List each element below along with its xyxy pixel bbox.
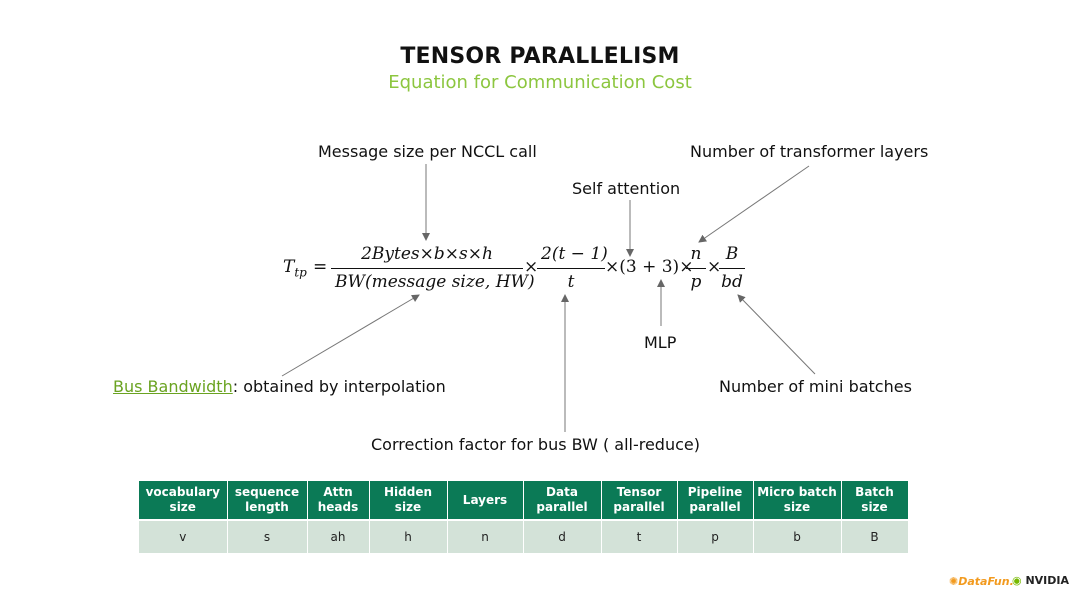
table-header-row: vocabulary size sequence length Attn hea…	[139, 481, 909, 520]
nvidia-logo-text: NVIDIA	[1025, 574, 1070, 587]
label-self-attention: Self attention	[572, 179, 681, 198]
table-header-cell: Pipeline parallel	[677, 481, 754, 520]
arrow-bus-bandwidth	[281, 294, 420, 377]
slide-title: TENSOR PARALLELISM	[400, 44, 680, 69]
table-cell: d	[523, 519, 602, 553]
label-mlp: MLP	[644, 333, 677, 352]
fraction-batches-bar	[719, 268, 745, 269]
fraction-layers-denominator: p	[690, 272, 702, 292]
fraction-layers-bar	[686, 268, 706, 269]
table-header-cell: vocabulary size	[139, 481, 228, 520]
table-header-cell: Data parallel	[523, 481, 602, 520]
table-cell: n	[447, 519, 524, 553]
slide-subtitle: Equation for Communication Cost	[388, 72, 692, 93]
parameter-table: vocabulary size sequence length Attn hea…	[139, 481, 909, 553]
arrow-transformer-layers	[698, 165, 810, 243]
table-header-cell: Attn heads	[307, 481, 370, 520]
table-header-cell: Batch size	[841, 481, 909, 520]
table-cell: h	[369, 519, 448, 553]
fraction-batches-denominator: bd	[721, 272, 743, 292]
bus-bandwidth-text: : obtained by interpolation	[232, 377, 446, 396]
label-message-size: Message size per NCCL call	[318, 142, 537, 161]
fraction-correction-bar	[537, 268, 605, 269]
table-header-cell: Tensor parallel	[601, 481, 678, 520]
arrow-mini-batches	[737, 294, 816, 375]
fraction-layers-numerator: n	[690, 244, 702, 264]
fraction-message-numerator: 2Bytes×b×s×h	[361, 244, 493, 264]
nvidia-eye-icon: ◉	[1012, 574, 1022, 587]
equation-fraction-batches: B bd	[719, 244, 745, 292]
fraction-correction-numerator: 2(t − 1)	[541, 244, 608, 264]
label-transformer-layers: Number of transformer layers	[690, 142, 929, 161]
fraction-message-bar	[331, 268, 523, 269]
fraction-message-denominator: BW(message size, HW)	[335, 272, 535, 292]
table-cell: b	[753, 519, 842, 553]
equation-fraction-layers: n p	[686, 244, 706, 292]
table-cell: t	[601, 519, 678, 553]
table-cell: ah	[307, 519, 370, 553]
label-mini-batches: Number of mini batches	[719, 377, 912, 396]
equation-lhs-sub: tp	[294, 265, 307, 280]
equation-fraction-message: 2Bytes×b×s×h BW(message size, HW)	[331, 244, 535, 292]
equation-mid-term: ×(3 + 3)×	[605, 257, 694, 277]
datafun-logo-text: DataFun.	[958, 575, 1014, 588]
datafun-icon: ✺	[949, 575, 959, 588]
table-cell: v	[139, 519, 228, 553]
bus-bandwidth-link[interactable]: Bus Bandwidth	[113, 377, 233, 396]
fraction-batches-numerator: B	[725, 244, 739, 264]
table-cell: p	[677, 519, 754, 553]
equation-times-3: ×	[707, 257, 722, 277]
table-header-cell: Layers	[447, 481, 524, 520]
equation-lhs: Ttp	[283, 257, 307, 279]
equation-lhs-main: T	[283, 257, 295, 277]
nvidia-logo: ◉ NVIDIA	[1012, 574, 1069, 587]
table-header-cell: Hidden size	[369, 481, 448, 520]
table-cell: B	[841, 519, 909, 553]
equation-fraction-correction: 2(t − 1) t	[537, 244, 608, 292]
datafun-logo: ✺DataFun.	[949, 575, 1014, 588]
table-cell: s	[227, 519, 308, 553]
table-row: v s ah h n d t p b B	[139, 519, 909, 553]
equation-equals: =	[313, 257, 328, 277]
label-correction-factor: Correction factor for bus BW ( all-reduc…	[371, 435, 700, 454]
fraction-correction-denominator: t	[567, 272, 575, 292]
table-header-cell: sequence length	[227, 481, 308, 520]
table-header-cell: Micro batch size	[753, 481, 842, 520]
equation-times-1: ×	[524, 257, 539, 277]
label-bus-bandwidth: Bus Bandwidth: obtained by interpolation	[113, 377, 446, 396]
